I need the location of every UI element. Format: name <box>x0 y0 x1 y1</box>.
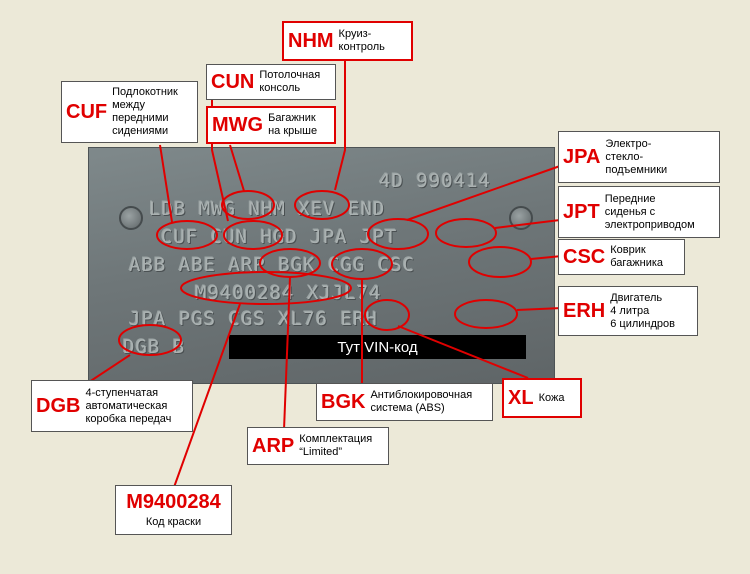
highlight-bgk <box>331 248 393 280</box>
label-m94: M9400284 Код краски <box>115 485 232 535</box>
plate-row: 4D 990414 <box>379 170 491 192</box>
plate-row: CUF CUN HGD JPA JPT <box>161 226 398 248</box>
leader-jpt <box>494 219 561 229</box>
leader-m94 <box>172 303 241 491</box>
leader-nhm <box>334 60 346 191</box>
highlight-nhm <box>294 190 350 220</box>
leader-arp <box>283 276 291 431</box>
label-xl: XL Кожа <box>502 378 582 418</box>
leader-mwg <box>229 144 245 192</box>
plate-rivet-right <box>509 206 533 230</box>
label-nhm: NHM Круиз-контроль <box>282 21 413 61</box>
highlight-mwg <box>221 190 275 220</box>
label-jpa: JPA Электро-стекло-подъемники <box>558 131 720 183</box>
plate-row: LDB MWG NHM XEV END <box>149 198 386 220</box>
leader-cuf <box>159 144 173 223</box>
highlight-csc <box>468 246 532 278</box>
highlight-m94 <box>180 271 352 305</box>
highlight-cun <box>223 220 283 250</box>
leader-xl <box>397 325 529 379</box>
vin-redaction-bar: Тут VIN-код <box>229 335 526 359</box>
label-arp: ARP Комплектация“Limited” <box>247 427 389 465</box>
plate-row: ABB ABE ARP BGK CGG CSC <box>129 254 416 276</box>
highlight-xl <box>364 299 410 331</box>
leader-jpa <box>406 165 561 221</box>
highlight-cuf <box>156 220 218 250</box>
leader-csc <box>530 255 563 260</box>
highlight-erh <box>454 299 518 329</box>
plate-row: JPA PGS CGS XL76 ERH <box>129 308 378 330</box>
plate-rivet-left <box>119 206 143 230</box>
leader-erh <box>516 307 563 311</box>
highlight-jpa <box>367 218 429 250</box>
highlight-jpt <box>435 218 497 248</box>
highlight-dgb <box>118 324 182 356</box>
